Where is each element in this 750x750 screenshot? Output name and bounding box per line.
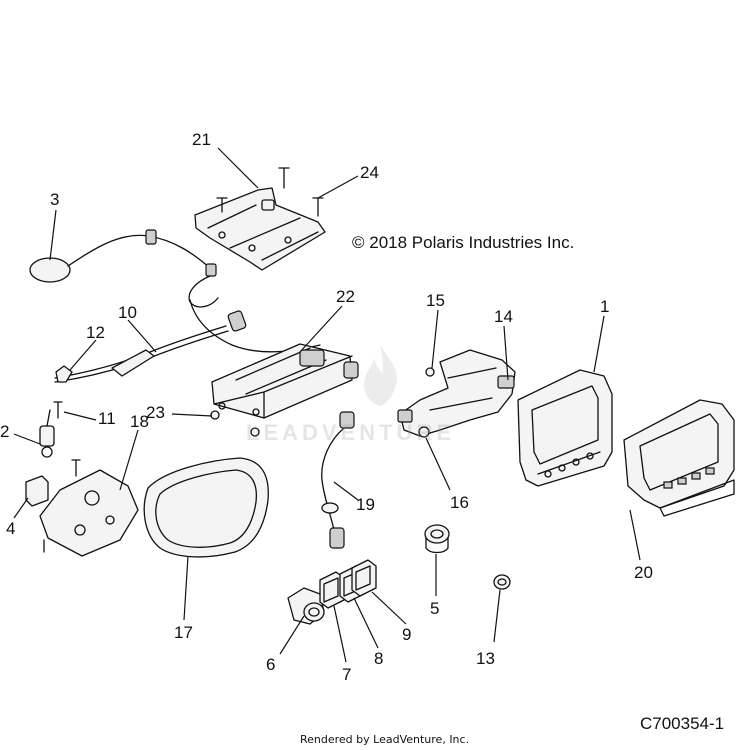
callout-8[interactable]: 8 [374, 649, 383, 668]
callout-23[interactable]: 23 [146, 403, 165, 422]
part-18-plate[interactable] [39, 459, 139, 557]
part-13-plug[interactable] [493, 574, 511, 590]
callout-3[interactable]: 3 [50, 190, 59, 209]
leader-lines [13, 147, 641, 663]
part-6-switch[interactable] [287, 587, 325, 625]
part-5-socket[interactable] [424, 524, 450, 554]
callout-1[interactable]: 1 [600, 297, 609, 316]
part-10-harness[interactable] [54, 299, 321, 383]
callout-20[interactable]: 20 [634, 563, 653, 582]
part-11-screw[interactable] [53, 401, 63, 419]
part-17-cluster[interactable] [143, 457, 269, 558]
callout-24[interactable]: 24 [360, 163, 379, 182]
part-15-screw[interactable] [425, 367, 435, 377]
rendered-by-credit: Rendered by LeadVenture, Inc. [300, 733, 470, 746]
callout-19[interactable]: 19 [356, 495, 375, 514]
callout-16[interactable]: 16 [450, 493, 469, 512]
callout-13[interactable]: 13 [476, 649, 495, 668]
callout-5[interactable]: 5 [430, 599, 439, 618]
watermark-text: LEADVENTURE [246, 420, 456, 445]
callout-10[interactable]: 10 [118, 303, 137, 322]
part-7-rocker[interactable] [319, 571, 345, 609]
part-2-plug[interactable] [39, 409, 55, 458]
callout-12[interactable]: 12 [86, 323, 105, 342]
part-19-cable[interactable] [321, 411, 355, 549]
callout-18[interactable]: 18 [130, 412, 149, 431]
part-9-rocker[interactable] [351, 559, 377, 597]
callout-14[interactable]: 14 [494, 307, 513, 326]
part-23-screw[interactable] [210, 410, 260, 437]
part-16-screw[interactable] [418, 426, 430, 438]
callout-labels: 21 24 3 10 12 11 2 4 18 22 23 15 14 1 16… [0, 130, 653, 684]
callout-4[interactable]: 4 [6, 519, 15, 538]
part-3-sensor-cable[interactable] [29, 229, 219, 308]
callout-11[interactable]: 11 [98, 409, 116, 428]
part-4-clip[interactable] [25, 475, 49, 507]
part-1-display[interactable] [517, 369, 613, 487]
watermark-flame-icon [364, 344, 397, 406]
callout-22[interactable]: 22 [336, 287, 355, 306]
callout-15[interactable]: 15 [426, 291, 445, 310]
part-20-housing[interactable] [623, 399, 735, 517]
copyright-notice: © 2018 Polaris Industries Inc. [352, 233, 575, 252]
part-14-bracket[interactable] [397, 349, 516, 437]
callout-21[interactable]: 21 [192, 130, 211, 149]
callout-2[interactable]: 2 [0, 422, 9, 441]
part-21-bracket[interactable] [194, 187, 326, 271]
callout-9[interactable]: 9 [402, 625, 411, 644]
callout-6[interactable]: 6 [266, 655, 275, 674]
part-22-module[interactable] [211, 343, 359, 419]
part-12-connector[interactable] [55, 365, 73, 383]
callout-7[interactable]: 7 [342, 665, 351, 684]
diagram-code: C700354-1 [640, 714, 725, 733]
callout-17[interactable]: 17 [174, 623, 193, 642]
